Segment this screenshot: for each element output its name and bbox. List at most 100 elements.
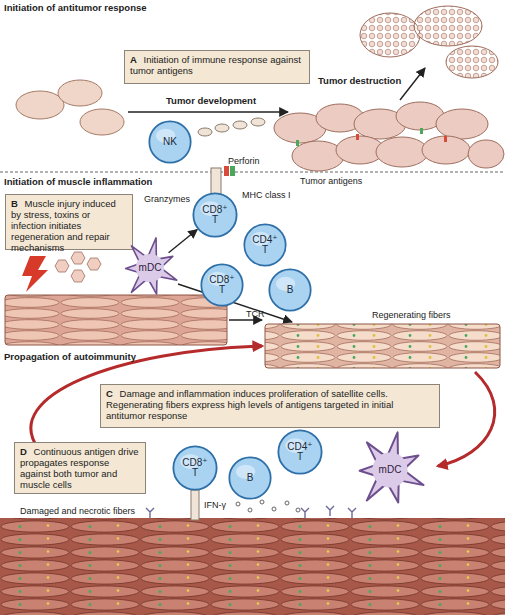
tumor-cell [468,140,504,168]
granule [215,124,229,132]
hexagon [71,252,85,264]
granule-stream [198,118,265,136]
hexagon [87,258,101,270]
hexagon [71,270,85,282]
cell [58,80,102,106]
step-box: C Damage and inflammation induces prolif… [100,384,440,428]
fragment-cluster [446,46,498,78]
step-text: Continuous antigen drive propagates resp… [20,446,139,490]
section-label: Initiation of muscle inflammation [4,177,152,187]
cell-label-wrap: B [228,456,272,500]
t-cell: CD8⁺ T [172,445,218,491]
perforin-pore [191,490,199,520]
cell-circle [149,121,190,162]
cytokine [248,508,252,512]
cell-label-wrap: B [268,268,312,312]
mhc-molecule [224,166,229,176]
antigen-mark [356,134,359,140]
step-box: A Initiation of immune response against … [124,50,310,84]
muscle-tissue [5,295,227,345]
cell-label-wrap: CD8⁺ T [172,445,218,491]
step-letter: B [11,198,18,209]
step-box: B Muscle injury induced by stress, toxin… [5,194,133,250]
granule [251,118,265,126]
cell-label-wrap: CD4⁺ T [243,223,287,267]
development-arrow [128,111,288,112]
step-box: D Continuous antigen drive propagates re… [14,442,146,494]
hexagon [55,260,69,272]
dendritic-cell: mDC [118,236,182,300]
section-divider [0,172,505,173]
cell-label: B [275,285,305,295]
cell-label: mDC [130,263,170,273]
annotation-label: Regenerating fibers [372,310,451,320]
antigen-mark [444,136,447,142]
t-cell: CD4⁺ T [243,223,287,267]
fragment-cluster [414,6,482,46]
cell-label: CD4⁺ T [250,235,280,255]
cell-label: mDC [370,465,410,475]
annotation-label: Granzymes [144,194,190,204]
dendritic-shape [126,238,177,294]
cell-circle [193,193,236,236]
fragment-cluster [360,13,420,57]
step-letter: A [130,54,137,65]
cell-label: NK [155,137,185,147]
section-label: Tumor destruction [318,76,401,86]
tumor-antigen [230,166,235,176]
damaged-tissue [0,518,505,615]
perforin-pore [211,168,221,194]
step-letter: D [20,446,27,457]
tumor-mass [274,102,504,171]
t-cell: CD8⁺ T [192,192,238,238]
dendritic-shape [360,432,424,502]
destruction-arrow [400,68,425,100]
antigen-mark [420,128,423,134]
cell-label-wrap: mDC [350,430,430,510]
b-cell: B [228,456,272,500]
t-cell: CD4⁺ T [277,429,323,475]
tumor-cell [292,141,344,171]
cell-label-wrap: CD8⁺ T [200,263,244,307]
annotation-label: Perforin [228,156,260,166]
annotation-label: Damaged and necrotic fibers [20,506,135,516]
cell-label-wrap: NK [148,120,192,164]
regenerating-tissue [265,324,500,368]
cell-circle [244,224,285,265]
step-text: Muscle injury induced by stress, toxins … [11,198,116,253]
tumor-cell [376,137,428,167]
regeneration-arrow [229,319,262,320]
antigen-mark [296,140,299,146]
cell-label-wrap: CD4⁺ T [277,429,323,475]
cell [16,91,64,119]
normal-cells [16,80,124,135]
cytokine [236,502,240,506]
cell-label: CD8⁺ T [200,205,230,225]
section-label: Initiation of antitumor response [4,3,147,13]
cytokine [296,508,300,512]
nk-cell: NK [148,120,192,164]
annotation-label: MHC class I [242,190,291,200]
tumor-cell [436,109,488,139]
cell-circle [173,446,216,489]
b-cell: B [268,268,312,312]
antibody [326,506,334,516]
cytokine [285,501,289,505]
cytokine-dots [236,500,300,512]
step-text: Damage and inflammation induces prolifer… [106,388,393,421]
annotation-label: Tumor antigens [300,176,362,186]
feedback-arrow [438,372,495,466]
step-text: Initiation of immune response against tu… [130,54,301,76]
cell-label: CD8⁺ T [180,458,210,478]
cell-label-wrap: CD8⁺ T [192,192,238,238]
cell-label: B [235,473,265,483]
antibody [348,508,356,518]
cell-label: CD4⁺ T [285,442,315,462]
cell-label: CD8⁺ T [207,275,237,295]
antibody [146,508,154,518]
cytokine [272,507,276,511]
step-letter: C [106,388,113,399]
